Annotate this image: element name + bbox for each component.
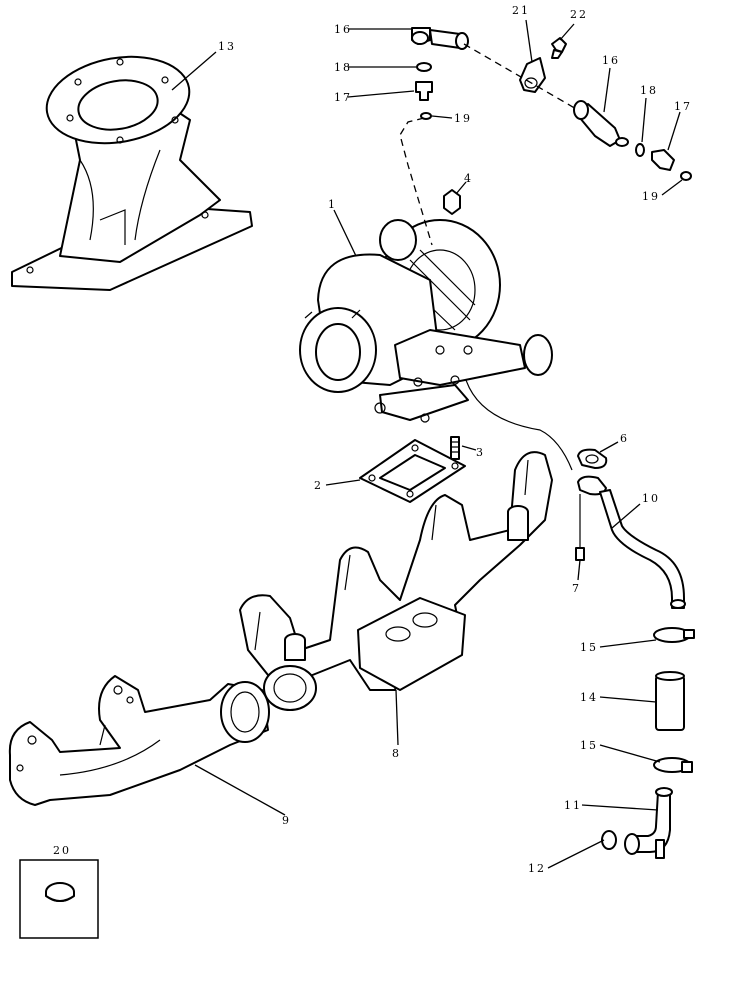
part-12-o-ring <box>601 830 617 850</box>
part-21-clip <box>519 57 546 93</box>
part-18-washer-lower <box>635 143 645 157</box>
part-22-bolt <box>551 37 567 59</box>
part-11-elbow-tube <box>624 787 673 859</box>
callout-3: 3 <box>476 446 485 459</box>
callout-2: 2 <box>314 479 323 492</box>
part-4-nut <box>443 189 461 215</box>
callout-1: 1 <box>328 198 337 211</box>
callout-15-upper: 15 <box>580 641 598 654</box>
callout-19-upper: 19 <box>454 112 472 125</box>
part-16-oil-feed-tube-lower <box>573 100 629 147</box>
callout-17-lower: 17 <box>674 100 692 113</box>
part-18-washer-upper <box>416 62 432 72</box>
part-7-connector <box>575 494 585 561</box>
part-2-gasket <box>359 439 466 503</box>
part-8-exhaust-manifold-rear <box>239 451 553 711</box>
callout-16-lower: 16 <box>602 54 620 67</box>
callout-11: 11 <box>564 799 582 812</box>
part-13-intake-adapter <box>11 55 253 291</box>
part-14-hose <box>655 671 685 731</box>
callout-14: 14 <box>580 691 598 704</box>
callout-9: 9 <box>282 814 291 827</box>
part-16-oil-feed-tube-upper <box>411 27 469 50</box>
callout-10: 10 <box>642 492 660 505</box>
callout-16-upper: 16 <box>334 23 352 36</box>
part-19-o-ring-lower <box>680 171 692 181</box>
part-17-adapter-upper <box>415 81 433 101</box>
callout-18-upper: 18 <box>334 61 352 74</box>
callout-4: 4 <box>464 172 473 185</box>
part-17-adapter-lower <box>651 149 675 171</box>
leader-lines <box>171 19 683 869</box>
part-9-exhaust-manifold-front <box>8 675 270 806</box>
callout-6: 6 <box>620 432 629 445</box>
callout-8: 8 <box>392 747 401 760</box>
callout-labels: 16 18 17 19 21 22 16 18 17 19 13 1 4 3 2… <box>218 4 692 875</box>
callout-17-upper: 17 <box>334 91 352 104</box>
part-6-gasket <box>577 448 608 469</box>
part-20-inset-box: 20 <box>19 844 99 939</box>
callout-12: 12 <box>528 862 546 875</box>
callout-13: 13 <box>218 40 236 53</box>
callout-7: 7 <box>572 582 581 595</box>
part-15-hose-clamp-lower <box>653 757 693 773</box>
part-1-turbocharger <box>299 219 553 423</box>
callout-15-lower: 15 <box>580 739 598 752</box>
routing-lines <box>399 43 579 471</box>
callout-19-lower: 19 <box>642 190 660 203</box>
callout-18-lower: 18 <box>640 84 658 97</box>
part-3-stud <box>450 436 460 460</box>
callout-21: 21 <box>512 4 530 17</box>
part-15-hose-clamp-upper <box>653 627 695 643</box>
part-10-oil-return-tube <box>577 475 686 609</box>
callout-20: 20 <box>53 844 71 857</box>
callout-22: 22 <box>570 8 588 21</box>
